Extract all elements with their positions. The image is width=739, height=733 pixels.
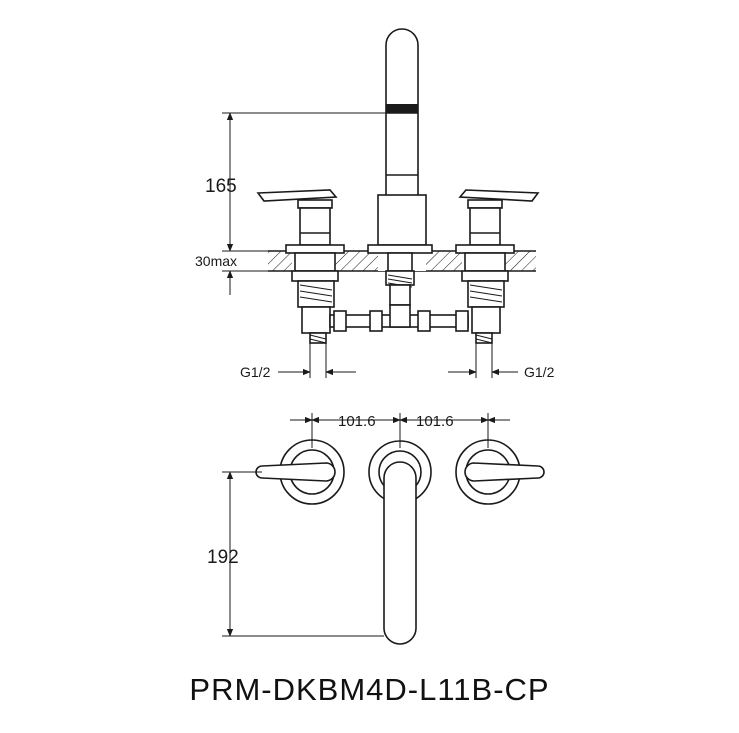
spout-height-label: 165: [205, 176, 237, 197]
thread-right-label: G1/2: [524, 364, 555, 380]
plan-view: 101.6 101.6 192: [207, 413, 545, 645]
dimension-thread-right: [448, 343, 518, 378]
deck-thickness-label: 30max: [195, 253, 237, 269]
model-number: PRM-DKBM4D-L11B-CP: [189, 672, 550, 707]
spacing-left-label: 101.6: [338, 413, 376, 430]
connecting-pipe: [329, 304, 469, 332]
left-handle-plan: [255, 439, 345, 505]
right-handle-plan: [455, 439, 545, 505]
spout: [367, 28, 433, 315]
thread-left-label: G1/2: [240, 364, 271, 380]
dimension-spacing: [290, 413, 510, 448]
front-elevation: 165 30max G1/2 G1/2: [195, 28, 555, 380]
spout-reach-label: 192: [207, 547, 239, 568]
right-valve: [455, 189, 540, 344]
spout-plan: [368, 440, 432, 645]
spacing-right-label: 101.6: [416, 413, 454, 430]
dimension-spout-height: [222, 112, 386, 295]
dimension-spout-reach: [222, 471, 384, 637]
dimension-thread-left: [278, 343, 356, 378]
left-valve: [256, 189, 345, 344]
